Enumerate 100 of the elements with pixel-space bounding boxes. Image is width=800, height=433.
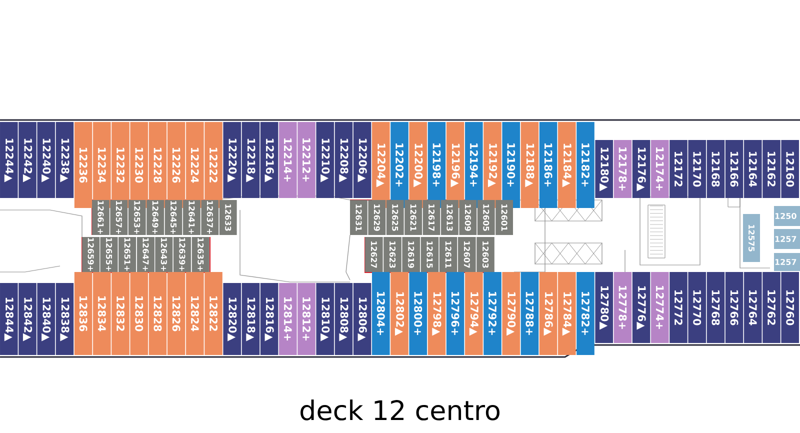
cabin: 12661+ [92, 200, 110, 235]
node-label: 12226 [172, 148, 180, 183]
cabin: 12768 [706, 272, 725, 343]
cabin: 12180▲ [595, 140, 613, 198]
node-label: 12824 [190, 296, 199, 332]
node-label: 12242▲ [22, 138, 32, 182]
cabin: 12796+ [446, 272, 464, 355]
cabin: 12635+ [192, 237, 210, 272]
node-label: 12766 [730, 290, 738, 326]
node-label: 12764 [748, 290, 757, 326]
node-label: 12826 [172, 296, 180, 332]
node-label: 12838▲ [60, 298, 70, 342]
cabin: 12216▲ [260, 122, 278, 198]
cabin: 12240▲ [37, 122, 56, 198]
cabin: 12168 [706, 140, 725, 198]
node-label: 12770 [693, 290, 702, 326]
cabin: 12170 [688, 140, 706, 198]
cabin: 12575 [743, 214, 760, 262]
cabin: 12764 [744, 272, 762, 343]
cabin: 12836 [74, 272, 92, 355]
node-label: 12772 [674, 290, 682, 325]
cabin: 12617 [422, 200, 440, 235]
node-label: 12635+ [198, 238, 204, 271]
cabin: 12627 [365, 237, 383, 272]
cabin: 12639+ [173, 237, 191, 272]
cabin: 12649+ [146, 200, 164, 235]
cabin: 12645+ [164, 200, 182, 235]
node-label: 12162 [768, 152, 776, 186]
node-label: 12172 [674, 152, 682, 186]
cabin: 12186+ [539, 122, 558, 208]
node-label: 12212+ [302, 138, 310, 182]
node-label: 12842▲ [22, 298, 32, 342]
cabin: 12244▲ [0, 122, 18, 198]
node-label: 12633 [225, 204, 232, 231]
node-label: 12220▲ [228, 138, 237, 182]
cabin: 12178+ [614, 140, 632, 198]
node-label: 12844▲ [4, 298, 14, 342]
cabin: 12236 [74, 122, 92, 208]
cabin: 12828 [148, 272, 167, 355]
cabin: 12647+ [136, 237, 154, 272]
node-label: 12232 [116, 148, 124, 182]
node-label: 12222 [210, 148, 218, 182]
cabin: 12830 [130, 272, 148, 355]
node-label: 12240▲ [42, 138, 51, 182]
cabin: 12659+ [82, 237, 100, 272]
node-label: 12236 [79, 148, 88, 183]
cabin: 12657+ [110, 200, 128, 235]
cabin: 12774+ [651, 272, 669, 343]
node-label: 12768 [712, 290, 720, 326]
node-label: 12806▲ [358, 298, 367, 342]
node-label: 12607 [464, 241, 470, 268]
node-label: 12170 [693, 152, 702, 187]
node-label: 12834 [98, 296, 106, 332]
cabin: 12611 [439, 237, 458, 272]
node-label: 12647+ [142, 238, 149, 271]
cabin: 12770 [688, 272, 706, 343]
node-label: 12623 [389, 241, 396, 268]
cabin: 12637+ [201, 200, 219, 235]
cabin: 12601 [496, 200, 513, 235]
node-label: 12611 [445, 241, 452, 268]
cabin: 1257 [774, 229, 800, 249]
cabin: 12818▲ [242, 283, 260, 355]
cabin: 12794▲ [465, 272, 483, 355]
cabin: 12631 [350, 200, 368, 235]
cabin: 12812+ [298, 283, 316, 355]
cabin: 12174+ [651, 140, 669, 198]
node-label: 12208▲ [339, 138, 348, 182]
cabin: 12804+ [372, 272, 390, 355]
node-label: 12224 [191, 148, 199, 183]
node-label: 12814+ [284, 298, 292, 341]
node-label: 12244▲ [4, 138, 14, 182]
cabin: 12242▲ [18, 122, 36, 198]
cabin: 12776▲ [632, 272, 650, 343]
node-label: 12643+ [160, 238, 167, 271]
node-label: 12631 [356, 204, 362, 231]
cabin: 1257 [774, 253, 800, 271]
cabin: 12166 [725, 140, 744, 198]
node-label: 12216▲ [264, 138, 274, 182]
node-label: 12762 [768, 290, 776, 325]
node-label: 12760 [786, 290, 794, 326]
cabin: 12210▲ [316, 122, 334, 198]
cabin: 12238▲ [56, 122, 74, 198]
node-label: 12228 [154, 148, 162, 183]
node-label: 12832 [116, 296, 124, 331]
cabin: 12844▲ [0, 283, 18, 355]
cabin: 12172 [670, 140, 688, 198]
cabin: 12820▲ [223, 283, 241, 355]
cabin: 12609 [459, 200, 477, 235]
node-label: 12828 [154, 296, 162, 332]
cabin: 12164 [744, 140, 762, 198]
cabin: 12629 [368, 200, 386, 235]
cabin: 12607 [458, 237, 476, 272]
cabin: 12832 [112, 272, 130, 355]
node-label: 12168 [712, 152, 720, 187]
cabin: 12621 [404, 200, 422, 235]
node-label: 12210▲ [320, 138, 330, 182]
node-label: 12810▲ [320, 298, 330, 342]
cabin: 12784▲ [558, 272, 576, 355]
cabin: 12212+ [298, 122, 316, 198]
cabin: 12160 [781, 140, 799, 198]
